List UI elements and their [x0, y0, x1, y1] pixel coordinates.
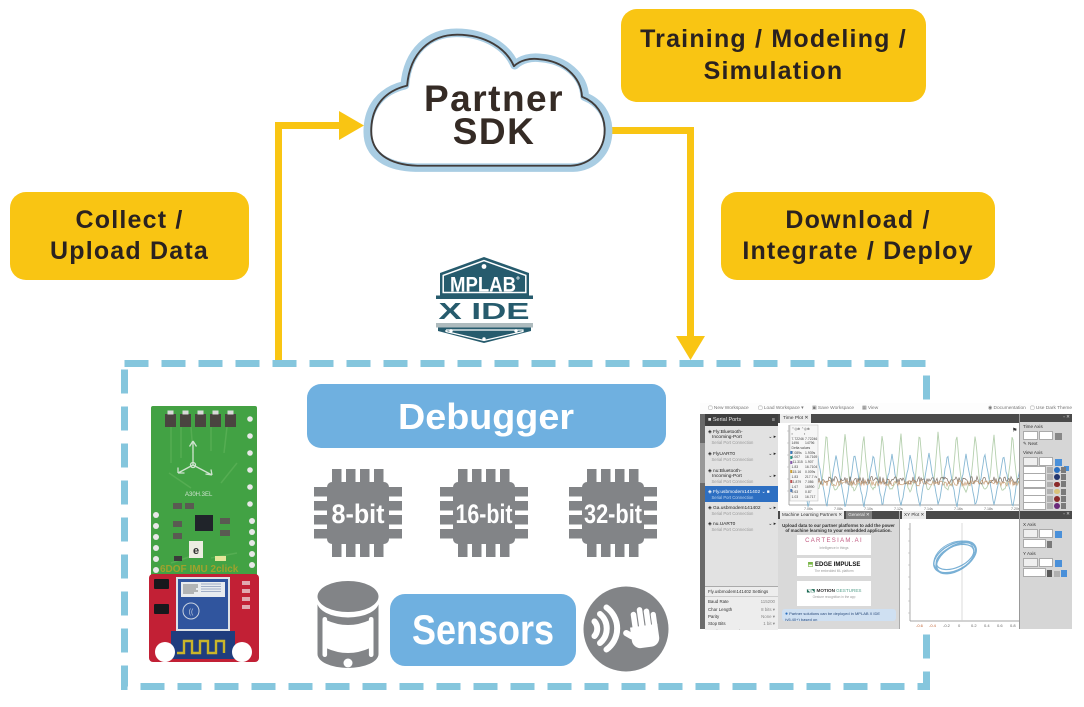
- svg-text:0.6: 0.6: [997, 623, 1003, 628]
- svg-text:6DOF IMU 2click: 6DOF IMU 2click: [160, 564, 239, 575]
- svg-text:16.7169: 16.7169: [805, 455, 817, 459]
- svg-text:A30H.3EL: A30H.3EL: [185, 492, 213, 498]
- svg-text:Debugger: Debugger: [398, 396, 574, 437]
- svg-text:7.72246: 7.72246: [805, 437, 817, 441]
- svg-text:0.87: 0.87: [805, 490, 812, 494]
- svg-text:Delta values: Delta values: [792, 446, 811, 450]
- svg-text:-15.16: -15.16: [792, 470, 802, 474]
- svg-text:7.086: 7.086: [805, 480, 814, 484]
- svg-text:▪: ▪: [804, 432, 805, 436]
- svg-text:1.67: 1.67: [792, 485, 799, 489]
- svg-text:16990: 16990: [805, 485, 815, 489]
- svg-text:⚑: ⚑: [1012, 427, 1017, 434]
- svg-text:7.72246: 7.72246: [792, 437, 804, 441]
- svg-text:16-bit: 16-bit: [456, 499, 513, 529]
- svg-text:0.4: 0.4: [984, 623, 990, 628]
- svg-text:-11.315: -11.315: [792, 460, 803, 464]
- svg-text:1.939s: 1.939s: [805, 451, 815, 455]
- svg-text:1496: 1496: [792, 441, 800, 445]
- svg-text:-0.6: -0.6: [916, 623, 924, 628]
- svg-text:MPLAB: MPLAB: [450, 274, 516, 297]
- svg-text:2.63: 2.63: [792, 490, 799, 494]
- svg-text:-0.2: -0.2: [943, 623, 951, 628]
- svg-text:Sensors: Sensors: [412, 606, 554, 653]
- svg-text:1.907: 1.907: [805, 460, 814, 464]
- svg-text:1.007: 1.007: [792, 455, 801, 459]
- svg-text:7.14s: 7.14s: [924, 507, 933, 511]
- svg-text:14796: 14796: [805, 441, 815, 445]
- svg-text:▪: ▪: [792, 432, 793, 436]
- svg-text:0: 0: [958, 623, 961, 628]
- svg-text:0.009s: 0.009s: [805, 470, 815, 474]
- svg-text:8-bit: 8-bit: [332, 499, 385, 529]
- svg-text:16.717: 16.717: [805, 495, 815, 499]
- svg-text:7.16s: 7.16s: [954, 507, 963, 511]
- svg-text:217.7 /s: 217.7 /s: [805, 475, 817, 479]
- svg-text:7.08s: 7.08s: [834, 507, 843, 511]
- svg-text:7.10s: 7.10s: [864, 507, 873, 511]
- svg-text:7.20s: 7.20s: [1011, 507, 1020, 511]
- svg-text:32-bit: 32-bit: [584, 499, 642, 529]
- svg-text:1.03: 1.03: [792, 495, 799, 499]
- svg-text:16.7104: 16.7104: [805, 465, 817, 469]
- svg-text:-0.4: -0.4: [929, 623, 937, 628]
- svg-text:7.12s: 7.12s: [894, 507, 903, 511]
- svg-text:((: ((: [189, 609, 194, 616]
- svg-text:-1.879: -1.879: [792, 480, 802, 484]
- svg-text:1.83: 1.83: [792, 465, 799, 469]
- svg-text:e: e: [193, 545, 199, 557]
- svg-text:7.18s: 7.18s: [984, 507, 993, 511]
- svg-text:7.089s: 7.089s: [792, 451, 802, 455]
- svg-text:X IDE: X IDE: [439, 298, 530, 324]
- svg-text:0.8: 0.8: [1010, 623, 1016, 628]
- svg-text:⌃◎⊕ ⌃◎⊕: ⌃◎⊕ ⌃◎⊕: [792, 427, 810, 431]
- svg-text:0.2: 0.2: [971, 623, 977, 628]
- svg-text:7.06s: 7.06s: [804, 507, 813, 511]
- svg-text:1.83: 1.83: [792, 475, 799, 479]
